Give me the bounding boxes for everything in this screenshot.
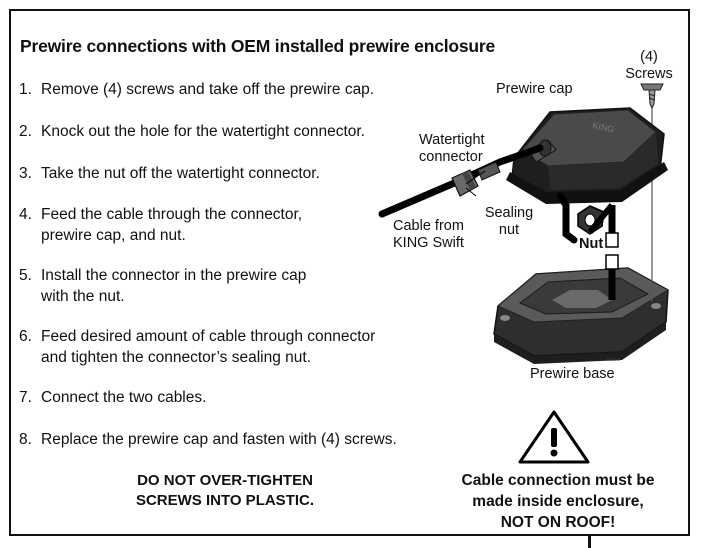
watertight-connector-illustration xyxy=(527,139,557,163)
step-3: 3. Take the nut off the watertight connec… xyxy=(19,163,320,184)
warning-line: SCREWS INTO PLASTIC. xyxy=(135,492,315,509)
cap-logo: KING xyxy=(592,120,616,134)
frame-mark xyxy=(588,536,591,548)
exclamation-triangle-icon xyxy=(518,410,590,464)
king-swift-cable xyxy=(378,144,544,218)
cable-connector-lower xyxy=(605,254,619,270)
watertight-leader xyxy=(465,170,486,185)
warning-line: Cable connection must be xyxy=(461,472,655,489)
step-5: 5. Install the connector in the prewire c… xyxy=(19,265,306,307)
step-number: 7. xyxy=(19,389,32,406)
step-text: Replace the prewire cap and fasten with … xyxy=(41,431,397,448)
label-line: KING Swift xyxy=(393,235,464,251)
step-7: 7. Connect the two cables. xyxy=(19,387,206,408)
label-line: connector xyxy=(419,149,483,165)
overtighten-warning: DO NOT OVER-TIGHTEN SCREWS INTO PLASTIC. xyxy=(110,471,340,511)
step-text: Remove (4) screws and take off the prewi… xyxy=(41,81,375,98)
watertight-connector-label: Watertight connector xyxy=(419,132,485,166)
enclosure-warning: Cable connection must be made inside enc… xyxy=(440,470,676,533)
step-6: 6. Feed desired amount of cable through c… xyxy=(19,326,375,368)
prewire-cap-label: Prewire cap xyxy=(496,81,573,97)
step-text-continued: prewire cap, and nut. xyxy=(41,227,186,244)
sealing-nut-label: Sealing nut xyxy=(480,205,538,239)
step-2: 2. Knock out the hole for the watertight … xyxy=(19,121,365,142)
cap-cable xyxy=(556,192,578,244)
screws-label: (4) Screws xyxy=(625,49,673,83)
screw-icon xyxy=(640,83,664,110)
instruction-frame xyxy=(9,9,690,536)
nut-label: Nut xyxy=(579,236,604,252)
step-text: Feed the cable through the connector, xyxy=(41,206,303,223)
prewire-cap-illustration: KING xyxy=(506,107,668,204)
label-line: Cable from xyxy=(393,218,464,234)
prewire-base-illustration: KC1157 xyxy=(493,267,669,364)
step-text-continued: and tighten the connector’s sealing nut. xyxy=(41,349,312,366)
step-text-continued: with the nut. xyxy=(41,288,125,305)
prewire-base-label: Prewire base xyxy=(530,366,615,382)
cable-from-label: Cable from KING Swift xyxy=(393,218,464,252)
step-number: 1. xyxy=(19,81,32,98)
step-number: 3. xyxy=(19,165,32,182)
step-text: Install the connector in the prewire cap xyxy=(41,267,307,284)
step-number: 2. xyxy=(19,123,32,140)
step-number: 4. xyxy=(19,206,32,223)
sealing-nut-leader xyxy=(465,187,477,197)
step-8: 8. Replace the prewire cap and fasten wit… xyxy=(19,429,397,450)
screws-text: Screws xyxy=(625,66,673,82)
label-line: Sealing xyxy=(484,205,534,221)
step-4: 4.Feed the cable through the connector, … xyxy=(19,204,302,246)
step-number: 6. xyxy=(19,328,32,345)
sealing-nut-illustration xyxy=(451,161,501,197)
cable-connector-upper xyxy=(605,232,619,248)
step-text: Connect the two cables. xyxy=(41,389,207,406)
step-number: 8. xyxy=(19,431,32,448)
label-line: Watertight xyxy=(419,132,485,148)
svg-text:KC1157: KC1157 xyxy=(607,357,622,362)
page-title: Prewire connections with OEM installed p… xyxy=(20,36,496,56)
step-text: Feed desired amount of cable through con… xyxy=(41,328,376,345)
warning-line: made inside enclosure, xyxy=(472,493,644,510)
step-number: 5. xyxy=(19,267,32,284)
label-line: nut xyxy=(498,222,520,238)
step-text: Knock out the hole for the watertight co… xyxy=(41,123,365,140)
warning-line: NOT ON ROOF! xyxy=(500,514,616,531)
screws-count: (4) xyxy=(640,49,658,65)
step-text: Take the nut off the watertight connecto… xyxy=(41,165,320,182)
step-1: 1. Remove (4) screws and take off the pre… xyxy=(19,79,374,100)
warning-line: DO NOT OVER-TIGHTEN xyxy=(137,472,313,489)
